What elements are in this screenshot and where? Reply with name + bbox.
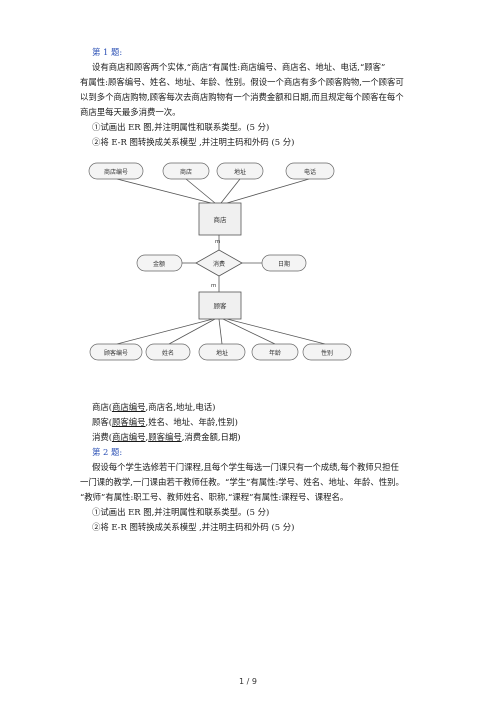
entity-store: 商店 [214, 215, 228, 224]
primary-key-customer-id: 顾客编号 [112, 417, 146, 427]
entity-customer-box [198, 291, 242, 320]
relation-consume: 消费(商店编号,顾客编号,消费金额,日期) [92, 432, 241, 442]
page-number: 1 / 9 [239, 677, 257, 686]
attr-amount-shape [136, 254, 183, 272]
q1-task-2: ②将 E-R 图转换成关系模型 ,并注明主码和外码 (5 分) [92, 137, 295, 147]
q2-paragraph-line-3: “教师”有属性:职工号、教师姓名、职称,“课程”有属性:课程号、课程名。 [80, 492, 349, 502]
entity-customer: 顾客 [214, 301, 228, 310]
attr-store-phone: 电话 [304, 168, 316, 176]
attr-amount: 金额 [153, 260, 165, 268]
relationship-consume-shape [195, 249, 243, 277]
q1-task-1: ①试画出 ER 图,并注明属性和联系类型。(5 分) [92, 122, 270, 132]
q2-paragraph-line-1: 假设每个学生选修若干门课程,且每个学生每选一门课只有一个成绩,每个教师只担任 [92, 462, 399, 472]
q2-task-2: ②将 E-R 图转换成关系模型 ,并注明主码和外码 (5 分) [92, 522, 295, 532]
q1-paragraph-line-3: 以到多个商店购物,顾客每次去商店购物有一个消费金额和日期,而且规定每个顾客在每个 [80, 92, 404, 102]
attr-date: 日期 [278, 260, 290, 268]
attr-customer-address: 地址 [216, 349, 228, 357]
attr-store-name-shape [162, 162, 210, 180]
attr-store-address-shape [216, 162, 264, 180]
relation-store: 商店(商店编号,商店名,地址,电话) [92, 402, 216, 412]
key-consume-customer-id: 顾客编号 [148, 432, 182, 442]
q1-paragraph-line-4: 商店里每天最多消费一次。 [80, 107, 181, 117]
attr-customer-age: 年龄 [269, 349, 281, 357]
attr-customer-gender: 性别 [321, 349, 333, 357]
q1-paragraph-line-2: 有属性:顾客编号、姓名、地址、年龄、性别。假设一个商店有多个顾客购物,一个顾客可 [80, 77, 404, 87]
cardinality-bottom: m [211, 283, 216, 289]
attr-store-name: 商店 [180, 168, 192, 176]
attr-customer-name: 姓名 [162, 349, 174, 357]
attr-customer-id: 顾客编号 [104, 349, 128, 357]
q2-heading: 第 2 题: [92, 447, 123, 457]
q2-paragraph-line-2: 一门课的教学,一门课由若干教师任教。“学生”有属性:学号、姓名、地址、年龄、性别… [80, 477, 404, 487]
relation-customer: 顾客(顾客编号,姓名、地址、年龄,性别) [92, 417, 238, 427]
attr-store-id-shape [88, 162, 144, 180]
attr-store-id: 商店编号 [104, 168, 128, 176]
q2-task-1: ①试画出 ER 图,并注明属性和联系类型。(5 分) [92, 507, 270, 517]
entity-store-box [198, 202, 242, 236]
key-consume-store-id: 商店编号 [112, 432, 146, 442]
q1-paragraph-line-1: 设有商店和顾客两个实体,“商店”有属性:商店编号、商店名、地址、电话,“顾客” [92, 62, 386, 72]
attr-store-address: 地址 [234, 168, 246, 176]
attr-store-phone-shape [285, 162, 335, 180]
attr-date-shape [261, 254, 307, 272]
er-diagram: 商店编号 商店 地址 电话 商店 m 消费 金额 日期 m 顾客 顾客编号 姓名… [88, 162, 352, 361]
primary-key-store-id: 商店编号 [112, 402, 146, 412]
q1-heading: 第 1 题: [92, 47, 123, 57]
cardinality-top: m [215, 239, 220, 245]
relationship-consume: 消费 [213, 260, 225, 268]
